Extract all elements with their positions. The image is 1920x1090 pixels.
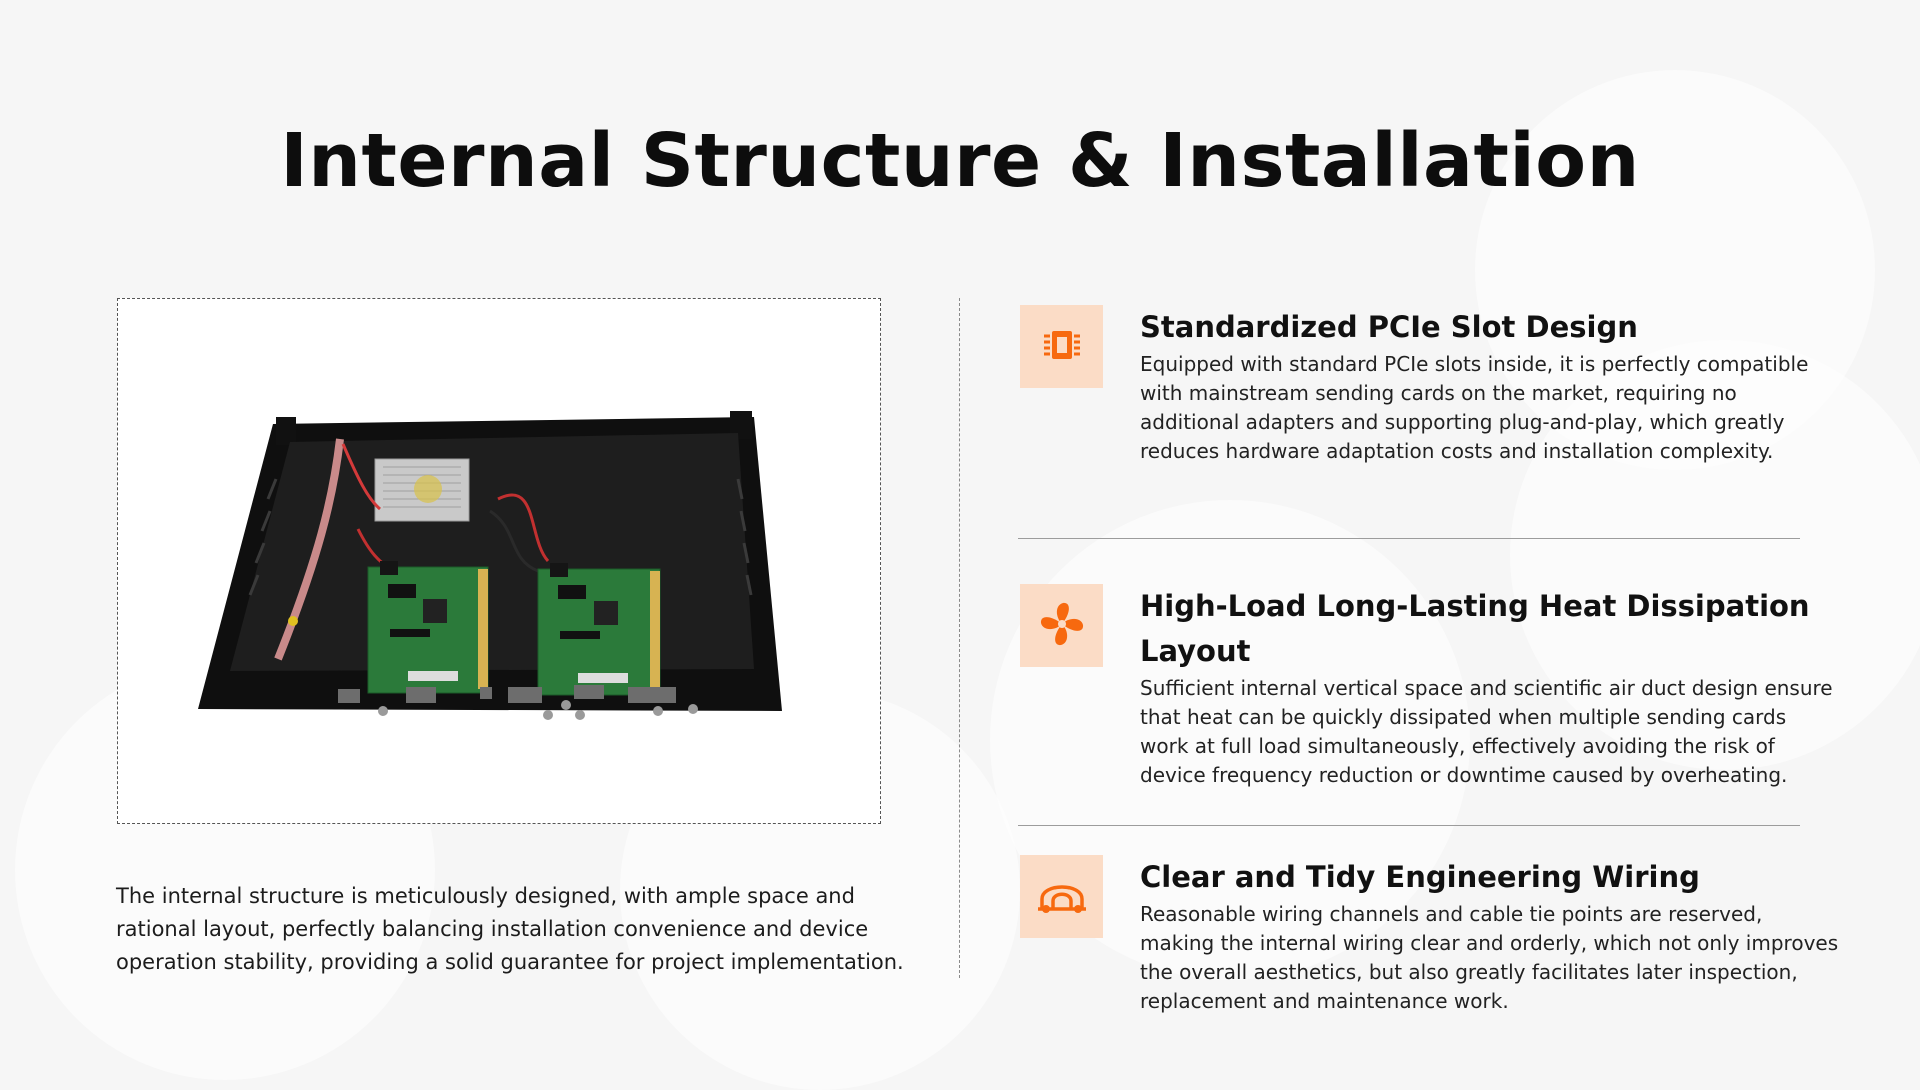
feature-icon-box — [1020, 584, 1103, 667]
vertical-divider — [959, 298, 960, 978]
feature-divider — [1018, 825, 1800, 826]
product-photo-frame — [117, 298, 881, 824]
fan-icon — [1037, 599, 1087, 653]
feature-icon-box — [1020, 305, 1103, 388]
feature-title: Clear and Tidy Engineering Wiring — [1140, 860, 1700, 894]
feature-description: Reasonable wiring channels and cable tie… — [1140, 902, 1839, 1013]
feature-icon-box — [1020, 855, 1103, 938]
feature-title: High-Load Long-Lasting Heat Dissipation … — [1140, 589, 1810, 668]
feature-title: Standardized PCIe Slot Design — [1140, 310, 1638, 344]
intro-description: The internal structure is meticulously d… — [116, 884, 904, 974]
chip-icon — [1039, 322, 1085, 372]
feature-divider — [1018, 538, 1800, 539]
wiring-icon — [1036, 875, 1088, 919]
background-circle — [1510, 340, 1920, 770]
chassis-photo — [198, 411, 782, 720]
page-title: Internal Structure & Installation — [280, 118, 1640, 204]
feature-description: Sufficient internal vertical space and s… — [1140, 676, 1833, 787]
feature-description: Equipped with standard PCIe slots inside… — [1140, 352, 1809, 463]
